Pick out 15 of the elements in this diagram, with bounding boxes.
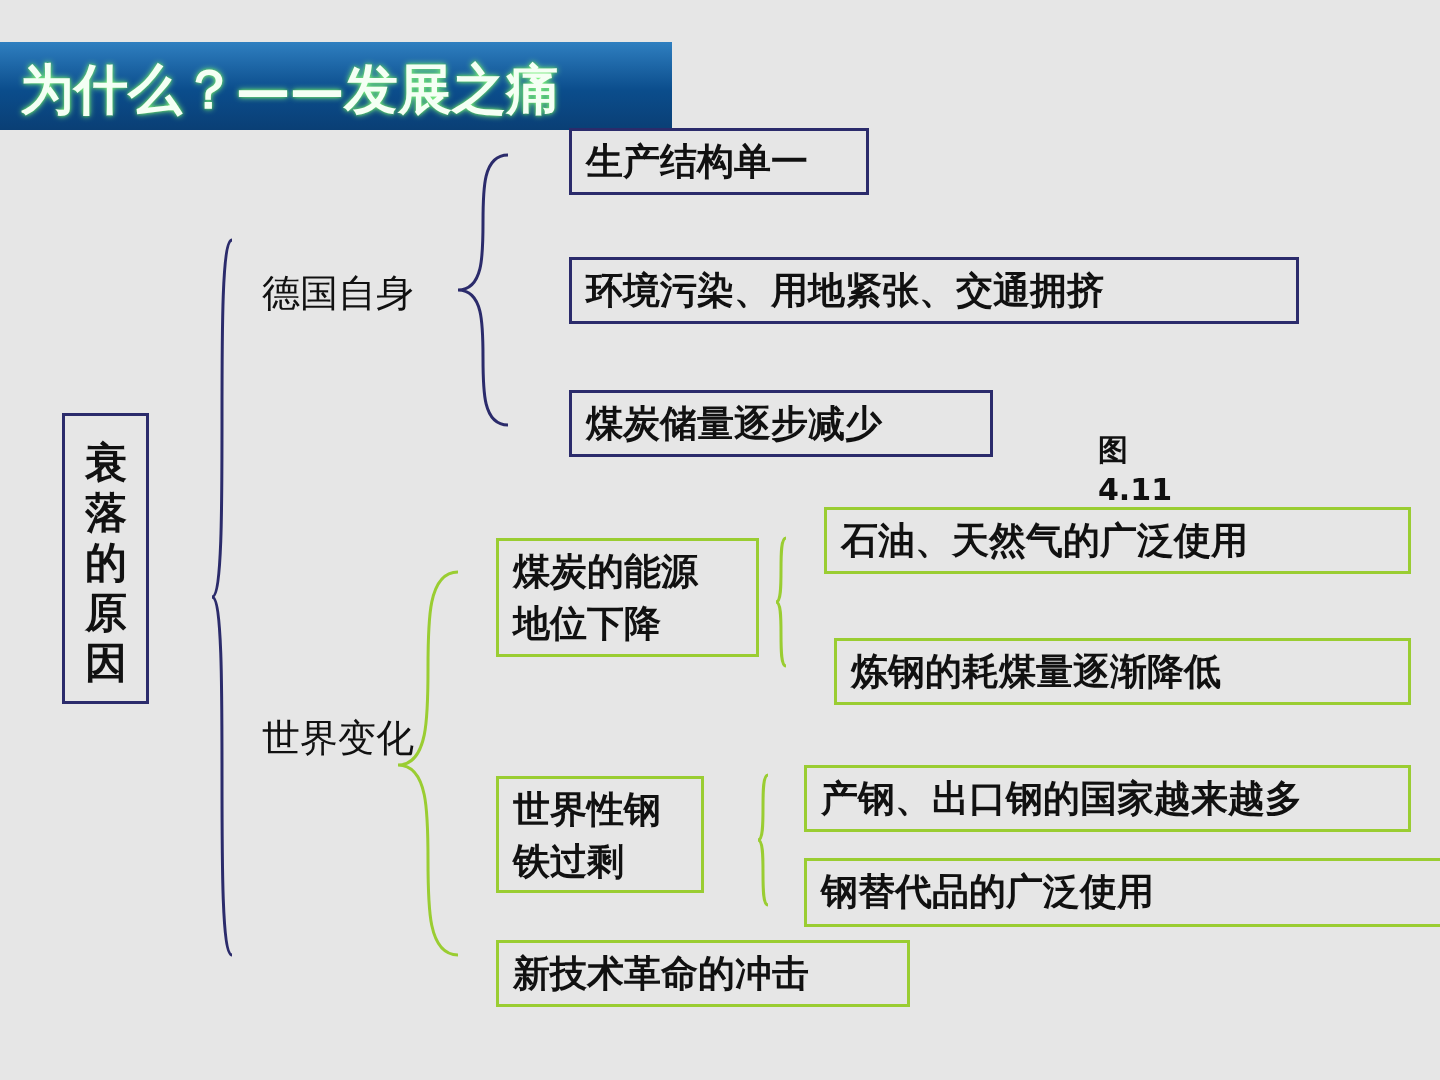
cause-box: 新技术革命的冲击 (496, 940, 910, 1007)
cause-box: 石油、天然气的广泛使用 (824, 507, 1411, 574)
branch-label: 世界变化 (262, 715, 415, 762)
cause-box: 环境污染、用地紧张、交通拥挤 (569, 257, 1299, 324)
branch-label: 德国自身 (262, 270, 415, 317)
cause-box: 煤炭的能源地位下降 (496, 538, 759, 657)
cause-box: 世界性钢铁过剩 (496, 776, 704, 893)
title: 为什么？——发展之痛 (20, 57, 560, 123)
cause-box: 衰落的原因 (62, 413, 149, 704)
cause-box: 生产结构单一 (569, 128, 869, 195)
cause-box: 煤炭储量逐步减少 (569, 390, 993, 457)
figure-label: 图 4.11 (1098, 431, 1173, 509)
cause-box: 产钢、出口钢的国家越来越多 (804, 765, 1411, 832)
cause-box: 钢替代品的广泛使用 (804, 858, 1440, 927)
cause-box: 炼钢的耗煤量逐渐降低 (834, 638, 1411, 705)
